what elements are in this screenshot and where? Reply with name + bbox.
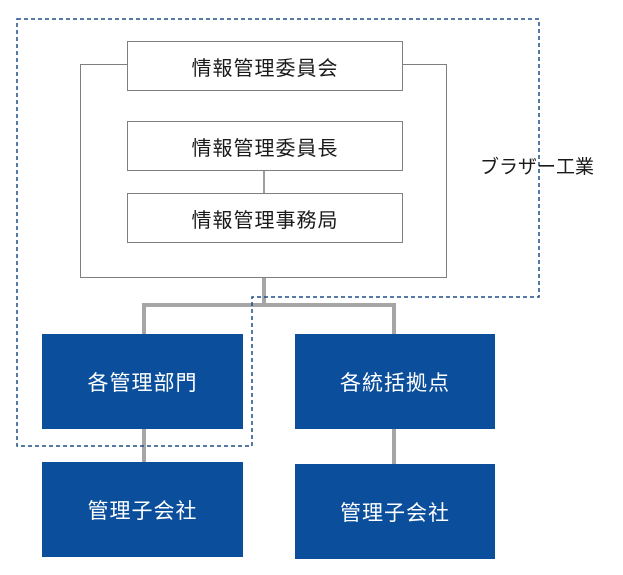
unit-box-management-dept: 各管理部門: [42, 334, 243, 429]
subsidiary-box-left: 管理子会社: [42, 462, 243, 557]
committee-chair: 情報管理委員長: [191, 135, 339, 160]
committee-chair-box: 情報管理委員長: [127, 121, 403, 171]
unit-name-management-dept: 各管理部門: [87, 370, 198, 395]
committee-title-box: 情報管理委員会: [127, 41, 403, 91]
subsidiary-box-right: 管理子会社: [295, 464, 495, 559]
subsidiary-name-right: 管理子会社: [340, 500, 450, 525]
group-boundary-dashed: [16, 18, 540, 447]
committee-secretariat: 情報管理事務局: [191, 207, 339, 232]
group-label: ブラザー工業: [480, 156, 595, 178]
unit-name-regional-hub: 各統括拠点: [340, 370, 450, 395]
subsidiary-name-left: 管理子会社: [87, 498, 198, 523]
committee-secretariat-box: 情報管理事務局: [127, 193, 403, 243]
unit-box-regional-hub: 各統括拠点: [295, 334, 495, 429]
committee-title: 情報管理委員会: [191, 55, 339, 80]
